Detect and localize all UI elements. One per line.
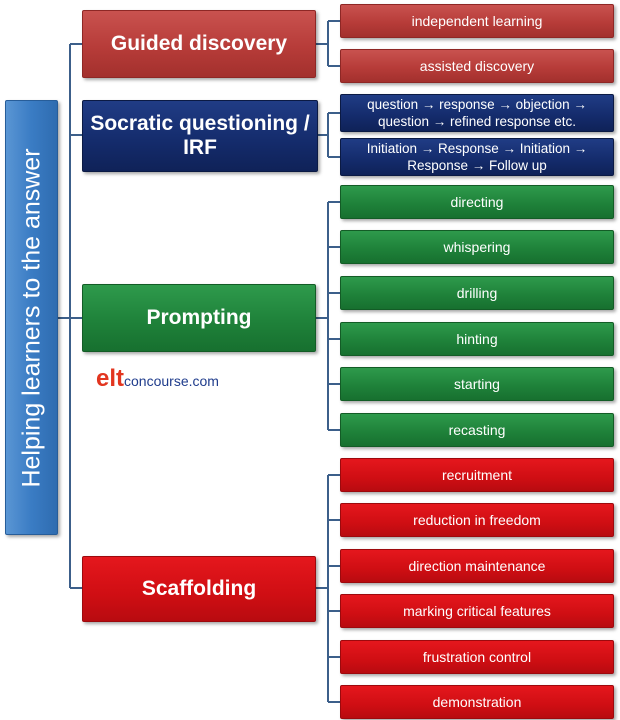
category-scaffolding: Scaffolding xyxy=(82,556,316,622)
leaf-whispering: whispering xyxy=(340,230,614,264)
logo-suffix: concourse.com xyxy=(124,373,219,389)
category-prompting: Prompting xyxy=(82,284,316,352)
root-label: Helping learners to the answer xyxy=(17,147,45,488)
leaf-demonstration: demonstration xyxy=(340,685,614,719)
category-socratic-questioning: Socratic questioning / IRF xyxy=(82,100,318,172)
leaf-assisted-discovery: assisted discovery xyxy=(340,49,614,83)
logo-prefix: elt xyxy=(96,365,125,392)
leaf-hinting: hinting xyxy=(340,322,614,356)
leaf-frustration-control: frustration control xyxy=(340,640,614,674)
leaf-recruitment: recruitment xyxy=(340,458,614,492)
leaf-reduction-in-freedom: reduction in freedom xyxy=(340,503,614,537)
leaf-drilling: drilling xyxy=(340,276,614,310)
eltconcourse-logo: eltconcourse.com xyxy=(96,365,219,393)
root-node: Helping learners to the answer xyxy=(5,100,58,535)
leaf-directing: directing xyxy=(340,185,614,219)
leaf-direction-maintenance: direction maintenance xyxy=(340,549,614,583)
leaf-question-response-sequence: question → response → objection → questi… xyxy=(340,94,614,132)
category-guided-discovery: Guided discovery xyxy=(82,10,316,78)
leaf-independent-learning: independent learning xyxy=(340,4,614,38)
leaf-irf-sequence: Initiation → Response → Initiation → Res… xyxy=(340,138,614,176)
leaf-starting: starting xyxy=(340,367,614,401)
leaf-marking-critical-features: marking critical features xyxy=(340,594,614,628)
leaf-recasting: recasting xyxy=(340,413,614,447)
